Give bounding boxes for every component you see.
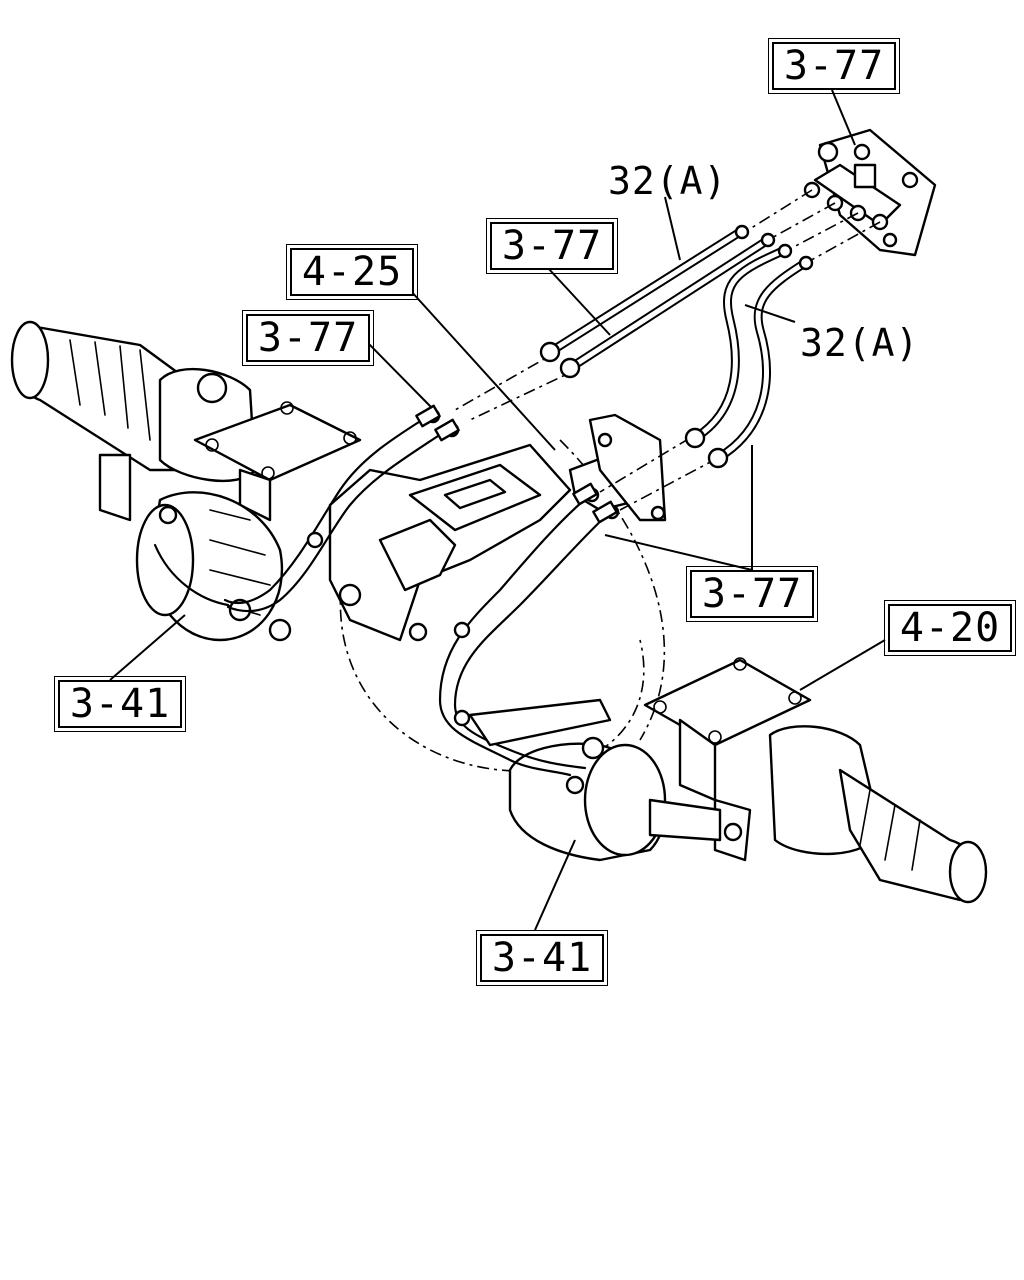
label-hose-32a-upper: 32(A)	[608, 159, 728, 203]
right-brake-chamber	[508, 736, 722, 862]
callout-4-25: 4-25	[286, 244, 418, 300]
label-hose-32a-right: 32(A)	[800, 321, 920, 365]
left-brake-chamber	[135, 491, 292, 642]
callout-3-77-top: 3-77	[768, 38, 900, 94]
brake-valve-block	[803, 128, 937, 257]
callout-3-77-upper-hose: 3-77	[486, 218, 618, 274]
callout-4-20: 4-20	[884, 600, 1016, 656]
left-spring-pad	[98, 401, 362, 522]
right-axle-shaft	[643, 657, 988, 904]
callout-3-77-center: 3-77	[686, 566, 818, 622]
leader-lines	[109, 89, 886, 931]
callout-3-41-left: 3-41	[54, 676, 186, 732]
left-axle-shaft	[10, 320, 257, 483]
hose-32a-set	[539, 224, 814, 469]
callout-3-77-left: 3-77	[242, 310, 374, 366]
callout-3-41-bottom: 3-41	[476, 930, 608, 986]
right-brake-pipes	[438, 482, 620, 777]
left-brake-pipes	[153, 404, 460, 613]
